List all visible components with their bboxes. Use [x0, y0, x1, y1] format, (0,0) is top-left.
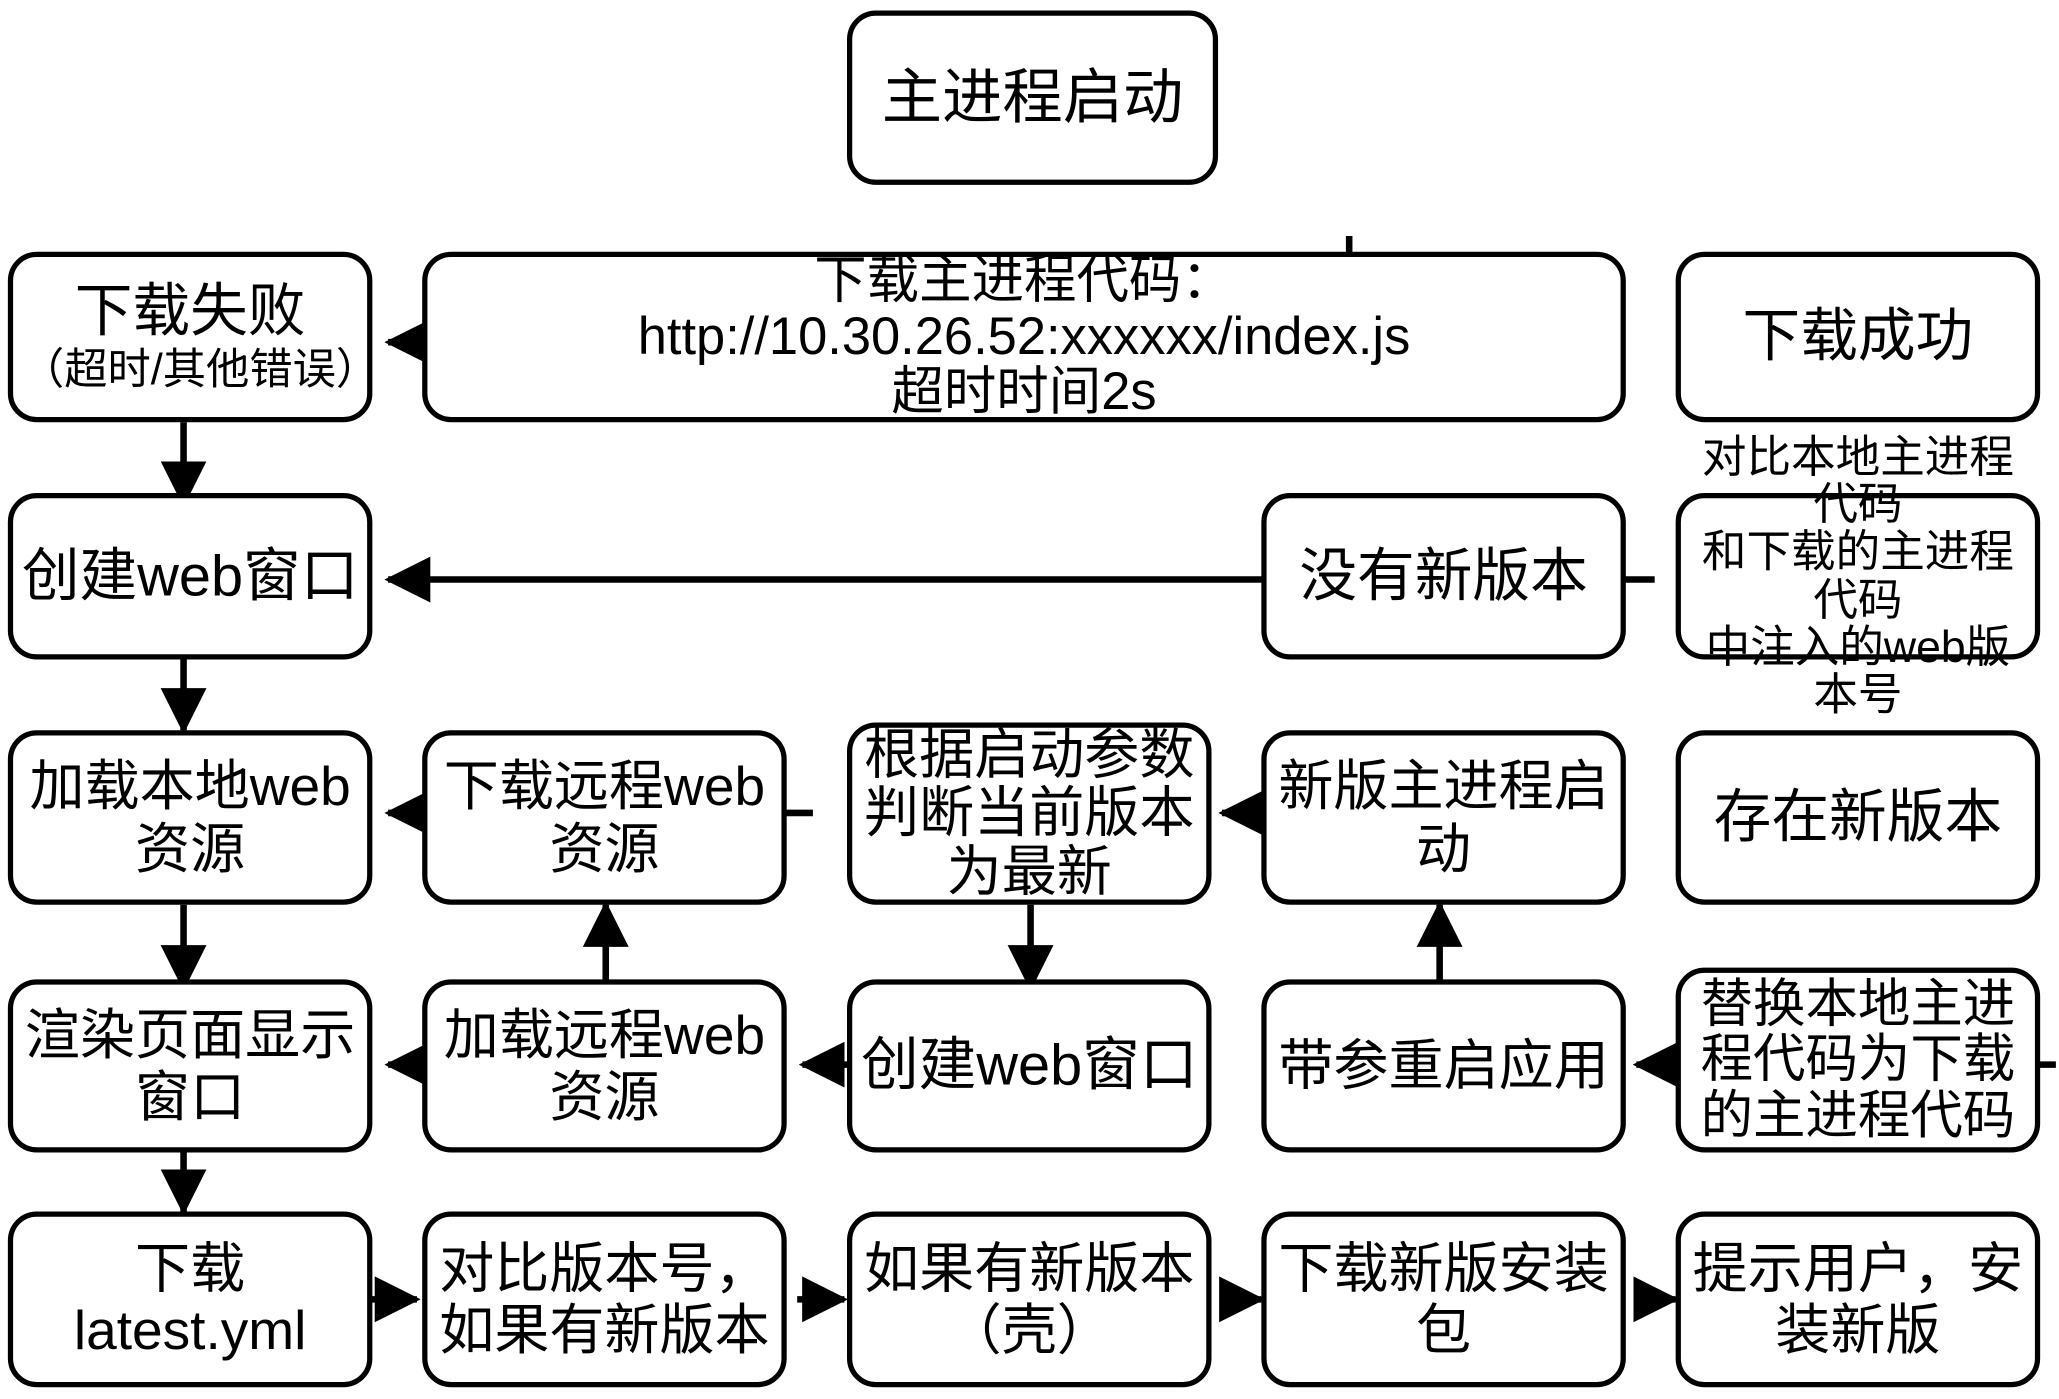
node-if-new-version-shell[interactable]: 如果有新版本 （壳） — [847, 1211, 1212, 1388]
node-load-remote-web-resource[interactable]: 加载远程web 资源 — [422, 979, 787, 1153]
node-label: 下载latest.yml — [73, 1237, 307, 1361]
node-restart-app-with-args[interactable]: 带参重启应用 — [1261, 979, 1626, 1153]
node-label: 创建web窗口 — [860, 1033, 1198, 1098]
node-create-web-window-2[interactable]: 创建web窗口 — [847, 979, 1212, 1153]
node-label: 存在新版本 — [1713, 785, 2003, 850]
node-label: 没有新版本 — [1299, 543, 1588, 609]
node-label: 创建web窗口 — [21, 543, 359, 609]
node-label: 下载成功 — [1742, 304, 1974, 369]
node-no-new-version[interactable]: 没有新版本 — [1261, 492, 1626, 660]
node-compare-version-number[interactable]: 对比版本号， 如果有新版本 — [422, 1211, 787, 1388]
node-label: 下载远程web 资源 — [443, 755, 766, 880]
node-label: 提示用户，安 装新版 — [1692, 1237, 2024, 1361]
node-load-local-web-resource[interactable]: 加载本地web 资源 — [7, 730, 373, 905]
node-download-main-process-code[interactable]: 下载主进程代码： http://10.30.26.52:xxxxxx/index… — [422, 251, 1626, 423]
node-replace-local-main-process-code[interactable]: 替换本地主进 程代码为下载 的主进程代码 — [1675, 967, 2041, 1153]
node-sublabel: （超时/其他错误） — [20, 345, 380, 394]
node-compare-web-version[interactable]: 对比本地主进程代码 和下载的主进程代码 中注入的web版本号 — [1675, 434, 2041, 718]
node-label: 主进程启动 — [881, 62, 1184, 131]
node-download-latest-yml[interactable]: 下载latest.yml — [7, 1211, 373, 1388]
node-label: 带参重启应用 — [1278, 1035, 1609, 1097]
node-new-main-process-start[interactable]: 新版主进程启 动 — [1261, 730, 1626, 905]
node-judge-current-version-latest[interactable]: 根据启动参数 判断当前版本 为最新 — [847, 722, 1212, 905]
node-label: 对比本地主进程代码 和下载的主进程代码 中注入的web版本号 — [1701, 433, 2014, 720]
node-label: 加载远程web 资源 — [443, 1004, 766, 1128]
node-download-remote-web-resource[interactable]: 下载远程web 资源 — [422, 730, 787, 905]
node-main-process-start[interactable]: 主进程启动 — [847, 10, 1219, 185]
node-label: 新版主进程启 动 — [1278, 755, 1609, 880]
node-label: 对比版本号， 如果有新版本 — [439, 1237, 770, 1361]
node-prompt-user-install[interactable]: 提示用户，安 装新版 — [1675, 1211, 2041, 1388]
node-render-page-window[interactable]: 渲染页面显示 窗口 — [7, 979, 373, 1153]
node-label: 根据启动参数 判断当前版本 为最新 — [864, 723, 1195, 902]
node-create-web-window-1[interactable]: 创建web窗口 — [7, 492, 373, 660]
node-new-version-exists[interactable]: 存在新版本 — [1675, 730, 2041, 905]
node-label: 如果有新版本 （壳） — [864, 1237, 1195, 1361]
node-download-success[interactable]: 下载成功 — [1675, 251, 2041, 423]
node-label: 下载失败 — [74, 279, 306, 344]
node-download-failed[interactable]: 下载失败 （超时/其他错误） — [7, 251, 380, 423]
node-download-new-installer[interactable]: 下载新版安装 包 — [1261, 1211, 1626, 1388]
node-label: 替换本地主进 程代码为下载 的主进程代码 — [1700, 975, 2016, 1145]
node-label: 下载主进程代码： http://10.30.26.52:xxxxxx/index… — [637, 252, 1411, 422]
node-label: 下载新版安装 包 — [1278, 1237, 1609, 1361]
node-label: 加载本地web 资源 — [29, 755, 351, 880]
node-label: 渲染页面显示 窗口 — [24, 1004, 356, 1128]
